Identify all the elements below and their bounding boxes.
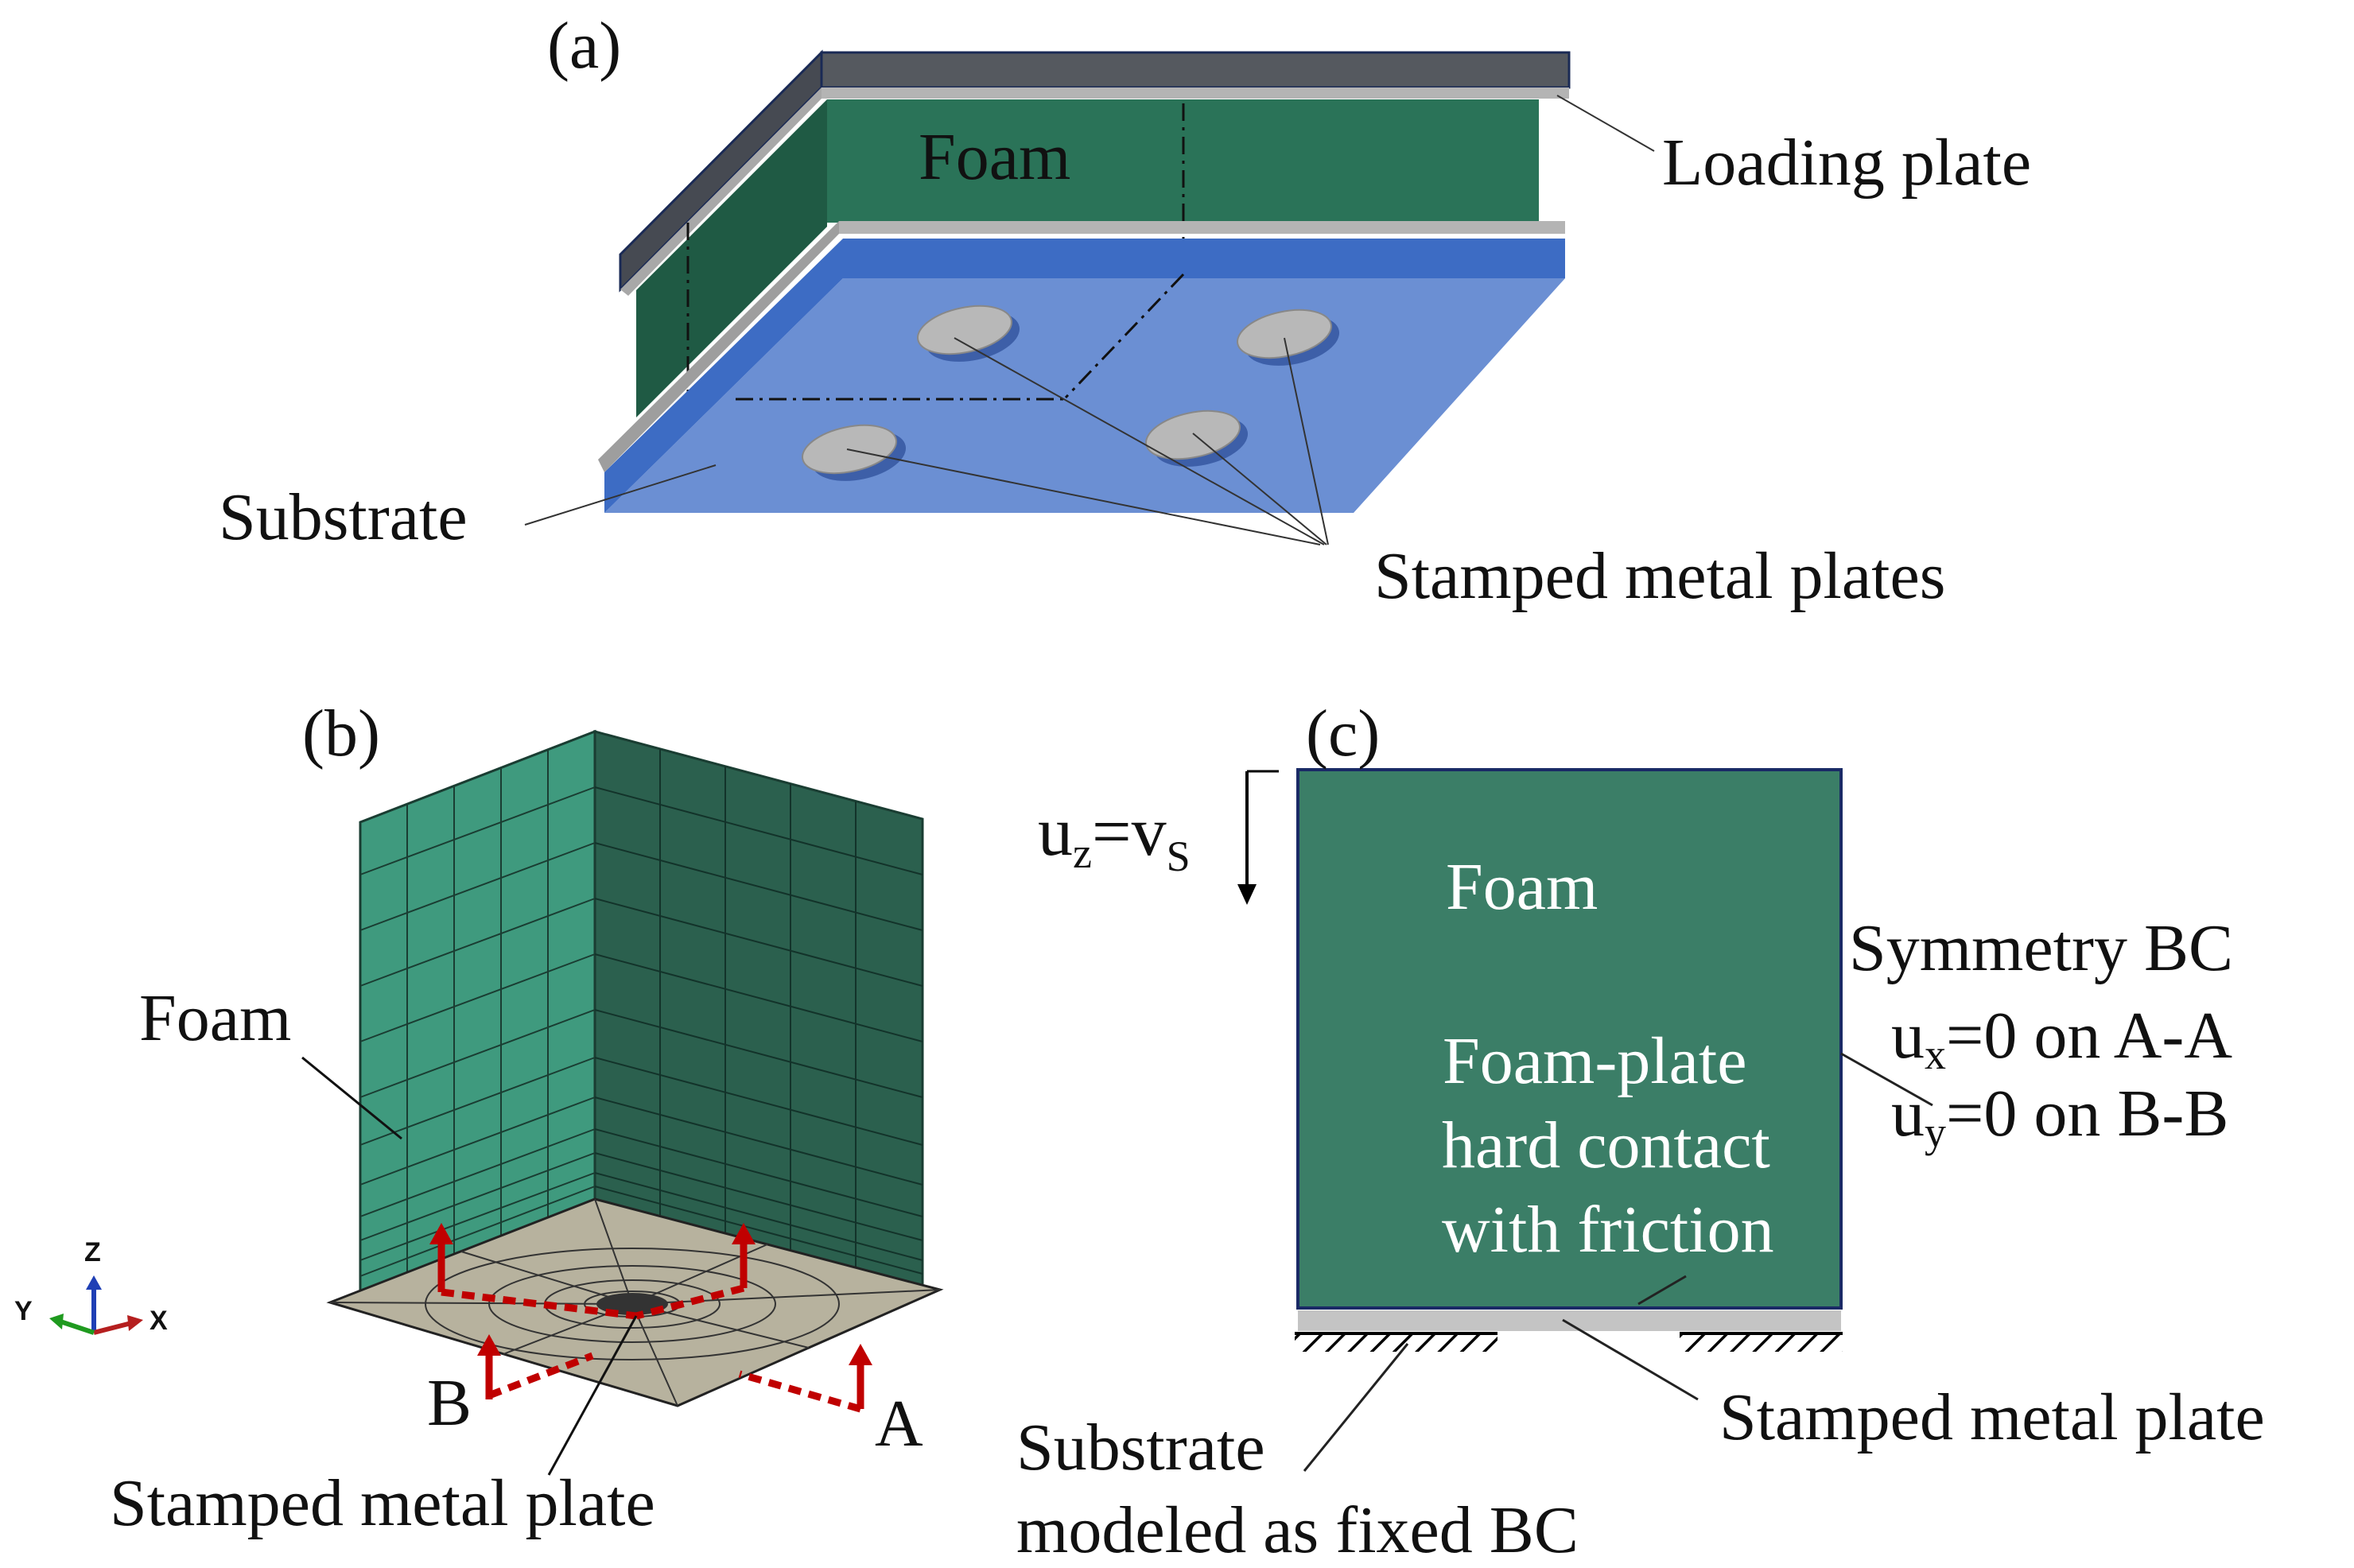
lower-metal-strip	[598, 221, 1565, 472]
stamped-plate-label-b: Stamped metal plate	[110, 1466, 655, 1540]
load-arrow	[1237, 770, 1279, 905]
leader-lines-b	[301, 1056, 638, 1476]
foam-label-a: Foam	[919, 120, 1070, 194]
foam-label-c: Foam	[1446, 850, 1598, 924]
loading-plate-label: Loading plate	[1662, 126, 2031, 200]
leader-lines-c	[1303, 1052, 1933, 1472]
axis-y-label: Y	[14, 1296, 33, 1326]
leader-lines-a	[524, 95, 1655, 545]
axis-triad: Z Y X	[14, 1237, 168, 1336]
stamped-plates-label-a: Stamped metal plates	[1374, 539, 1945, 613]
foam-block-c	[1296, 768, 1843, 1310]
stamped-plate-c	[1298, 1310, 1841, 1331]
panel-c: uz=vS (c) Foam Foam-plate hard contact w…	[1016, 697, 2265, 1567]
contact-line-3: with friction	[1442, 1193, 1774, 1267]
section-arrows	[429, 1223, 872, 1413]
panel-b-label: (b)	[302, 697, 380, 770]
panel-c-label: (c)	[1306, 697, 1380, 770]
foam-mesh-right	[593, 730, 924, 1288]
section-b-label: B	[427, 1366, 472, 1440]
substrate-line-2: modeled as fixed BC	[1016, 1493, 1579, 1567]
axis-x-label: X	[150, 1306, 168, 1336]
stamped-plate-label-c: Stamped metal plate	[1719, 1380, 2265, 1454]
axis-z-label: Z	[84, 1237, 101, 1267]
panel-a: (a) Foam Loading plate Substrate Stamped…	[219, 9, 2031, 613]
section-a-label: A	[875, 1387, 923, 1461]
foam-label-b: Foam	[139, 981, 291, 1055]
panel-a-label: (a)	[547, 9, 621, 83]
fixed-bc-hatch-right	[1680, 1334, 1843, 1352]
panel-b: Z Y X (b) Foam B A Stamped metal plate	[14, 697, 944, 1540]
stamped-plates-a	[802, 305, 1340, 481]
plate-mesh-b	[326, 1197, 944, 1407]
foam-mesh-left	[359, 729, 596, 1298]
load-label: uz=vS	[1038, 794, 1191, 880]
ux-condition: ux=0 on A-A	[1891, 999, 2232, 1078]
loading-plate	[619, 49, 1571, 296]
substrate-line-1: Substrate	[1016, 1411, 1265, 1485]
contact-line-2: hard contact	[1442, 1108, 1770, 1182]
uy-condition: uy=0 on B-B	[1891, 1077, 2228, 1156]
contact-line-1: Foam-plate	[1443, 1024, 1747, 1098]
fixed-bc-hatch-left	[1295, 1334, 1497, 1352]
symmetry-title: Symmetry BC	[1849, 911, 2233, 985]
substrate-label-a: Substrate	[219, 480, 468, 554]
